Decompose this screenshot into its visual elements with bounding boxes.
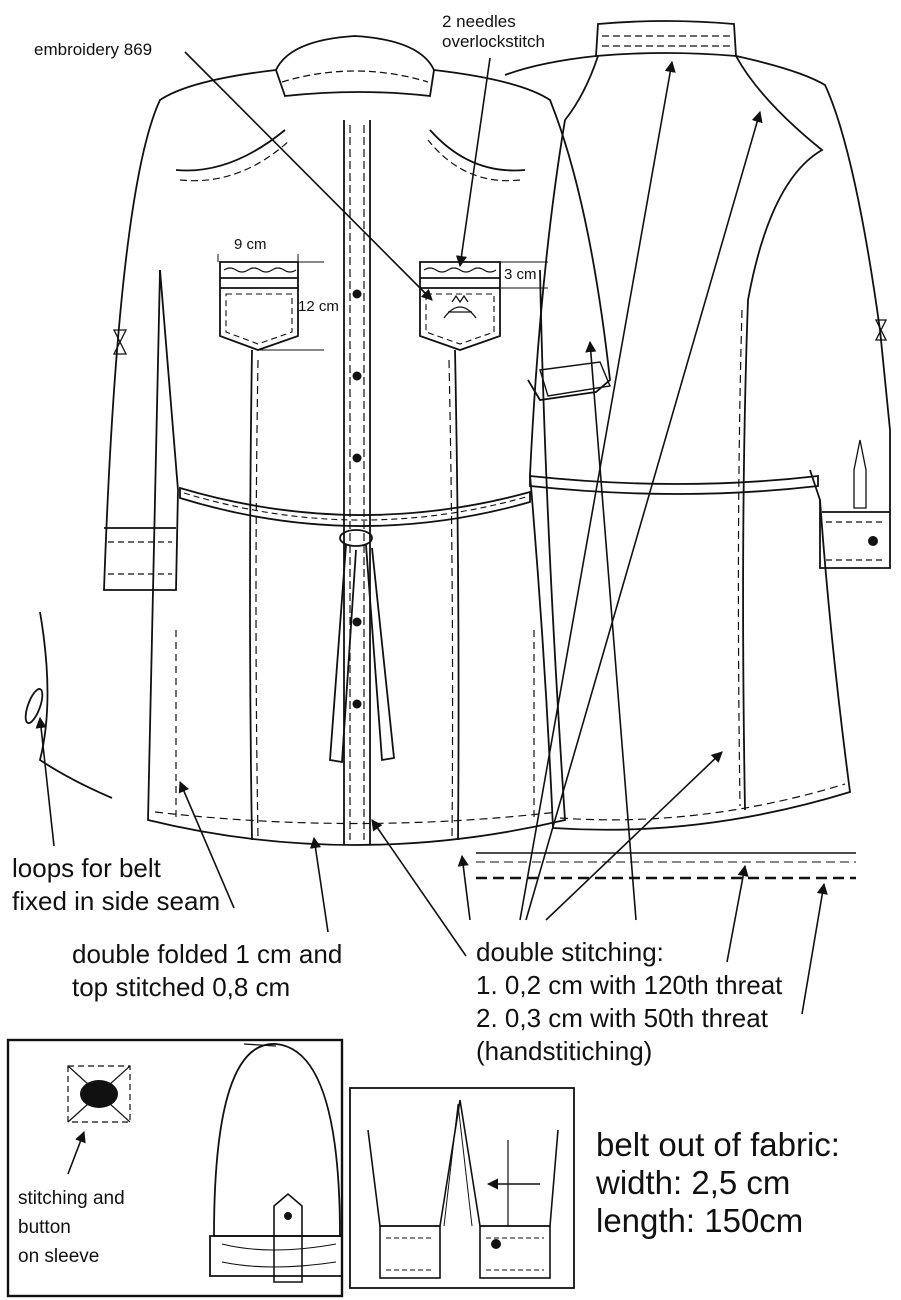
flap-height-label: 3 cm bbox=[504, 266, 537, 283]
belt-label: belt out of fabric: width: 2,5 cm length… bbox=[596, 1126, 840, 1240]
double-stitching-line: 1. 0,2 cm with 120th threat bbox=[476, 970, 783, 1000]
loops-line: loops for belt bbox=[12, 853, 161, 883]
needles-label: 2 needles overlockstitch bbox=[442, 12, 545, 52]
front-placket bbox=[343, 120, 371, 845]
double-stitching-line: 2. 0,3 cm with 50th threat bbox=[476, 1003, 768, 1033]
sleeve-button-line: button bbox=[18, 1217, 71, 1238]
front-left-sleeve bbox=[103, 69, 277, 591]
button bbox=[352, 453, 362, 463]
belt-line: length: 150cm bbox=[596, 1202, 804, 1239]
belt-line: width: 2,5 cm bbox=[596, 1164, 791, 1201]
loops-line: fixed in side seam bbox=[12, 886, 221, 916]
dimension-lines bbox=[217, 254, 548, 351]
back-garment bbox=[504, 20, 891, 831]
cuff-button bbox=[868, 536, 878, 546]
loops-label: loops for belt fixed in side seam bbox=[12, 852, 220, 918]
double-stitching-line: (handstitiching) bbox=[476, 1036, 653, 1066]
sleeve-button-line: on sleeve bbox=[18, 1246, 100, 1267]
hem-line: top stitched 0,8 cm bbox=[72, 972, 291, 1002]
pocket-width-label: 9 cm bbox=[234, 236, 267, 253]
tab-button bbox=[284, 1212, 292, 1220]
embroidery-motif bbox=[443, 294, 477, 319]
front-right-pocket bbox=[419, 261, 501, 351]
front-body bbox=[147, 269, 566, 846]
pocket-height-label: 12 cm bbox=[298, 298, 339, 315]
back-left-side bbox=[504, 55, 599, 476]
front-belt bbox=[179, 486, 531, 527]
button bbox=[352, 617, 362, 627]
needles-line: overlockstitch bbox=[442, 32, 545, 51]
detail-box-cuffs bbox=[349, 1087, 575, 1289]
needles-line: 2 needles bbox=[442, 12, 516, 31]
double-stitching-line: double stitching: bbox=[476, 937, 664, 967]
front-left-pocket bbox=[219, 261, 299, 351]
sleeve-button bbox=[80, 1080, 118, 1108]
cuff-detail-button bbox=[491, 1239, 501, 1249]
hem-stitch-detail bbox=[476, 852, 856, 880]
front-buttons bbox=[352, 289, 362, 709]
back-collar bbox=[595, 20, 737, 57]
button bbox=[352, 289, 362, 299]
button bbox=[352, 699, 362, 709]
callout-lines bbox=[35, 51, 828, 1190]
hem-line: double folded 1 cm and bbox=[72, 939, 343, 969]
front-right-sleeve bbox=[433, 69, 611, 401]
front-garment bbox=[24, 35, 611, 846]
sleeve-button-label: stitching and button on sleeve bbox=[18, 1184, 125, 1271]
embroidery-label: embroidery 869 bbox=[34, 40, 153, 59]
belt-line: belt out of fabric: bbox=[596, 1126, 840, 1163]
double-stitching-label: double stitching: 1. 0,2 cm with 120th t… bbox=[476, 936, 782, 1068]
button bbox=[352, 371, 362, 381]
hem-label: double folded 1 cm and top stitched 0,8 … bbox=[72, 938, 342, 1004]
front-collar bbox=[275, 35, 435, 97]
back-body bbox=[529, 474, 851, 831]
sleeve-button-line: stitching and bbox=[18, 1188, 125, 1209]
